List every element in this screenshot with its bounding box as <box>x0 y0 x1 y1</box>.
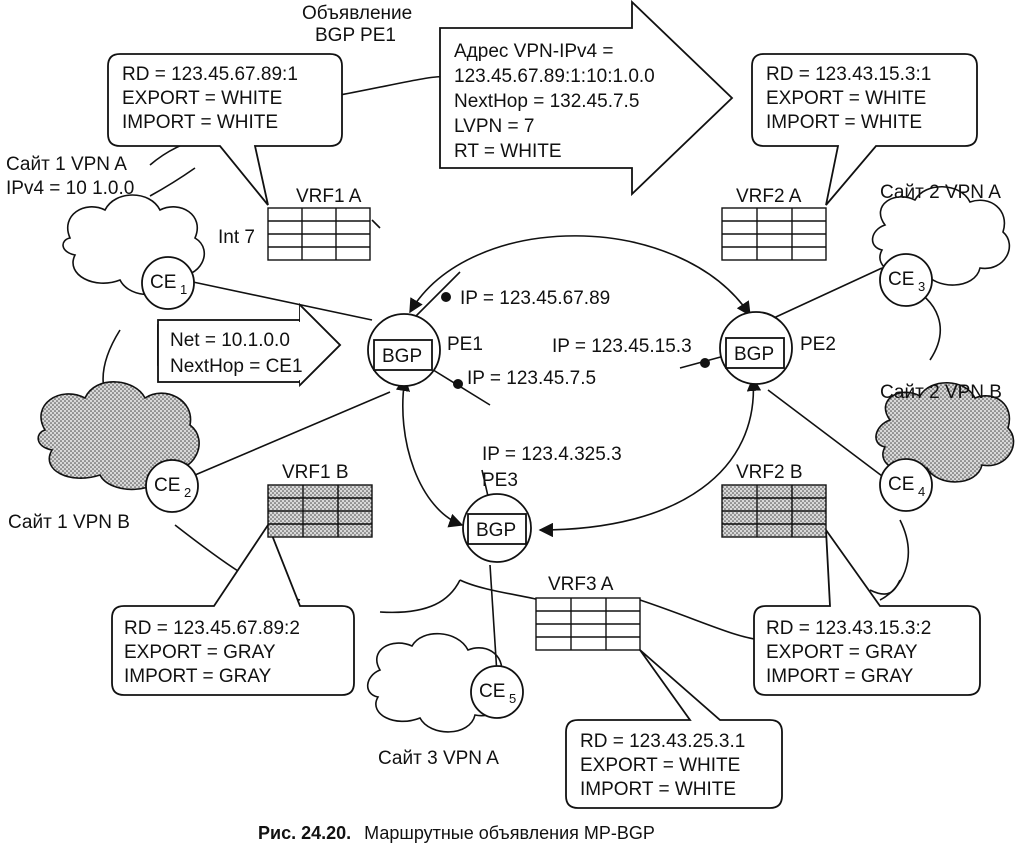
cloud-site1-vpn-b <box>37 381 200 491</box>
vpn-loop-upper-left <box>149 167 196 197</box>
vrf3a-callout <box>565 649 783 809</box>
link-ce1-pe1 <box>192 281 373 321</box>
pe1-label: PE1 <box>447 334 483 355</box>
announcement-line-5: RT = WHITE <box>454 141 562 162</box>
cloud-site2-vpn-b <box>875 382 1015 483</box>
svg-text:CE: CE <box>888 474 914 495</box>
vrf1a-table <box>267 207 371 261</box>
svg-text:CE: CE <box>154 475 180 496</box>
link-ce2-pe1 <box>194 391 391 476</box>
link-ce3-pe2 <box>764 267 883 323</box>
svg-text:5: 5 <box>509 691 516 706</box>
vrf3a-rd: RD = 123.43.25.3.1 <box>580 731 745 752</box>
vrf1b-callout <box>111 523 355 696</box>
net-arrow <box>157 302 342 388</box>
vrf1a-export: EXPORT = WHITE <box>122 88 282 109</box>
announcement-arrow <box>439 0 734 197</box>
pe3-bgp-label: BGP <box>476 520 516 541</box>
int-label: Int 7 <box>218 227 255 248</box>
vrf1a-table-label: VRF1 A <box>296 186 362 207</box>
vrf1b-table-label: VRF1 B <box>282 462 349 483</box>
vrf2b-table-label: VRF2 B <box>736 462 803 483</box>
caption-text: Маршрутные объявления MP-BGP <box>364 823 655 843</box>
vrf1b-rd: RD = 123.45.67.89:2 <box>124 618 300 639</box>
vrf1a-callout <box>107 53 343 206</box>
vrf2a-import: IMPORT = WHITE <box>766 112 922 133</box>
svg-text:CE: CE <box>150 272 176 293</box>
pe1-ip-lower: IP = 123.45.7.5 <box>467 368 596 389</box>
svg-text:2: 2 <box>184 485 191 500</box>
net-arrow-line-2: NextHop = CE1 <box>170 356 303 377</box>
vpn-loop-right-bottom <box>869 579 901 595</box>
vrf1b-table <box>267 484 373 538</box>
pe1-ip-upper: IP = 123.45.67.89 <box>460 288 610 309</box>
router-pe1 <box>367 313 441 387</box>
vrf3a-table-label: VRF3 A <box>548 574 614 595</box>
router-pe2 <box>719 311 793 385</box>
site2-vpn-b-label: Сайт 2 VPN B <box>880 382 1002 403</box>
pe1-ip-dot-lower <box>453 379 463 389</box>
pe1-ip-dot-upper <box>441 292 451 302</box>
announcement-line-4: LVPN = 7 <box>454 116 534 137</box>
site1-vpn-a-label: Сайт 1 VPN A <box>6 154 127 175</box>
ce3-node: CE 3 <box>879 253 933 307</box>
svg-text:3: 3 <box>918 279 925 294</box>
pe2-ip-dot <box>700 358 710 368</box>
net-arrow-line-1: Net = 10.1.0.0 <box>170 330 290 351</box>
vrf1a-to-pe1 <box>371 219 381 229</box>
ce1-node: CE 1 <box>141 256 195 310</box>
pe2-bgp-label: BGP <box>734 344 774 365</box>
svg-text:CE: CE <box>888 269 914 290</box>
pe2-label: PE2 <box>800 334 836 355</box>
pe3-label: PE3 <box>482 470 518 491</box>
vrf1a-import: IMPORT = WHITE <box>122 112 278 133</box>
link-ce4-pe2 <box>767 389 883 477</box>
svg-text:CE: CE <box>479 681 505 702</box>
ce2-node: CE 2 <box>145 459 199 513</box>
site2-vpn-a-label: Сайт 2 VPN A <box>880 182 1001 203</box>
vrf2a-table <box>721 207 827 261</box>
vrf2a-table-label: VRF2 A <box>736 186 802 207</box>
announcement-line-1: Адрес VPN-IPv4 = <box>454 41 613 62</box>
bgp-session-pe1-pe3 <box>395 376 464 528</box>
bgp-session-pe1-pe2 <box>409 235 751 317</box>
vpn-loop-bottom <box>459 579 541 601</box>
pe3-ip: IP = 123.4.325.3 <box>482 444 622 465</box>
vrf2a-rd: RD = 123.43.15.3:1 <box>766 64 931 85</box>
pe1-bgp-label: BGP <box>382 346 422 367</box>
site1-vpn-a-ipv4: IPv4 = 10 1.0.0 <box>6 178 134 199</box>
svg-text:1: 1 <box>180 282 187 297</box>
vrf2a-export: EXPORT = WHITE <box>766 88 926 109</box>
vrf1a-rd: RD = 123.45.67.89:1 <box>122 64 298 85</box>
router-pe3 <box>462 493 532 563</box>
ce4-node: CE 4 <box>879 458 933 512</box>
vrf1b-export: EXPORT = GRAY <box>124 642 276 663</box>
ce5-node: CE 5 <box>470 665 524 719</box>
figure-caption: Рис. 24.20. Маршрутные объявления MP-BGP <box>258 823 655 843</box>
vrf2b-table <box>721 484 827 538</box>
vrf3a-export: EXPORT = WHITE <box>580 755 740 776</box>
announcement-title-2: BGP PE1 <box>315 25 396 46</box>
announcement-title-1: Объявление <box>302 3 412 24</box>
vrf2b-export: EXPORT = GRAY <box>766 642 918 663</box>
svg-text:4: 4 <box>918 484 925 499</box>
caption-label: Рис. 24.20. <box>258 823 351 843</box>
vrf2b-callout <box>753 526 981 696</box>
site3-vpn-a-label: Сайт 3 VPN A <box>378 748 499 769</box>
vrf2b-rd: RD = 123.43.15.3:2 <box>766 618 931 639</box>
vrf2a-callout <box>751 53 978 206</box>
announcement-line-2: 123.45.67.89:1:10:1.0.0 <box>454 66 655 87</box>
vrf2b-import: IMPORT = GRAY <box>766 666 914 687</box>
vrf3a-table <box>535 597 641 651</box>
announcement-line-3: NextHop = 132.45.7.5 <box>454 91 639 112</box>
vrf1b-import: IMPORT = GRAY <box>124 666 272 687</box>
bgp-session-pe2-pe3 <box>538 376 762 538</box>
site1-vpn-b-label: Сайт 1 VPN B <box>8 512 130 533</box>
vrf3a-import: IMPORT = WHITE <box>580 779 736 800</box>
pe2-ip: IP = 123.45.15.3 <box>552 336 692 357</box>
